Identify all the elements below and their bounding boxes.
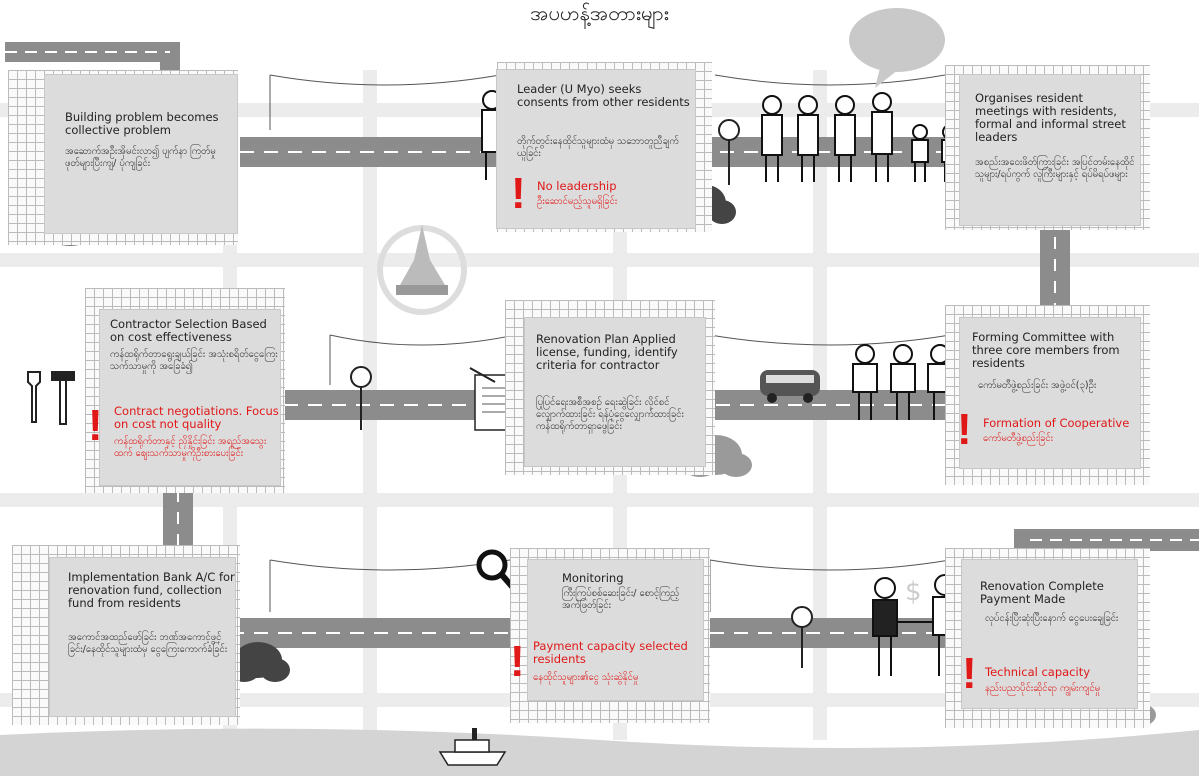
step-card-contractor-selection	[100, 310, 280, 485]
barrier-detail: နည်းပညာပိုင်းဆိုင်ရာ ကျွမ်းကျင်မှု	[985, 683, 1101, 694]
barrier-label: Contract negotiations. Focus on cost not…	[114, 404, 279, 431]
step-title: Implementation Bank A/C for renovation f…	[68, 570, 235, 610]
step-detail: ပြုပြင်ရေးအစီအစဉ် ရေးဆွဲခြင်း လိုင်စင်လျ…	[536, 397, 684, 432]
street-sign-icon	[350, 366, 372, 430]
warning-icon: !	[957, 405, 972, 454]
step-card-renovation-complete	[962, 560, 1137, 708]
step-card-resident-meetings	[960, 75, 1140, 225]
boat-icon	[438, 728, 507, 766]
step-card-monitoring	[528, 560, 703, 700]
tools-icon	[27, 371, 75, 425]
warning-icon: !	[510, 637, 525, 686]
step-card-building-problem	[45, 75, 237, 233]
barrier-label: Formation of Cooperative	[983, 416, 1130, 430]
step-card-leader-consent	[497, 70, 695, 228]
barrier-label: Payment capacity selected residents	[533, 639, 688, 666]
step-title: Contractor Selection Based on cost effec…	[110, 317, 267, 344]
step-detail: လုပ်ငန်းပြီးဆုံးပြီးနောက် ငွေပေးချေခြင်း	[985, 613, 1119, 624]
barrier-label: No leadership	[537, 179, 617, 193]
step-title: Renovation Complete Payment Made	[980, 579, 1104, 606]
warning-icon: !	[511, 169, 526, 218]
step-detail: အကောင်အထည်ဖော်ခြင်း ဘဏ်အကောင့်ဖွင့်ခြင်း…	[68, 632, 228, 655]
step-card-renovation-plan	[525, 318, 705, 466]
barrier-detail: ကော်မတီဖွဲ့စည်းခြင်း	[983, 433, 1054, 444]
warning-icon: !	[88, 401, 103, 450]
step-detail: အစည်းအဝေးဖိတ်ကြားခြင်း အပြင်တမ်းနေထိုင်သ…	[975, 157, 1135, 180]
speech-bubble-icon	[849, 8, 945, 88]
step-card-implementation	[50, 558, 235, 716]
barrier-detail: နေထိုင်သူများ၏ငွေ သုံးဆွဲနိုင်မှု	[533, 672, 639, 683]
street-sign-icon	[718, 119, 740, 185]
step-detail: အဆောက်အဦးအိုမင်းလာ၍ ပျက်နာ ကြတ်မှုဖုတ်မျ…	[65, 146, 216, 169]
step-detail: ကြီးကြပ်စစ်ဆေးခြင်း/ စောင့်ကြည့်အကဲဖြတ်ခ…	[562, 588, 680, 611]
barrier-detail: ကန်ထရိုက်တာနှင့် ညှိနှိုင်းခြင်း အရည်အသွ…	[114, 436, 267, 459]
street-sign-icon	[791, 606, 813, 668]
step-title: Renovation Plan Applied license, funding…	[536, 332, 678, 372]
pagoda-icon	[377, 225, 467, 315]
step-detail: တိုက်တွင်းနေထိုင်သူများထံမှ သဘောတူညီချက်…	[517, 136, 679, 159]
step-title: Building problem becomes collective prob…	[65, 110, 219, 137]
step-detail: ကန်ထရိုက်တာရွေးချယ်ခြင်း အသုံးစရိတ်ငွေကြ…	[110, 349, 278, 372]
step-title: Monitoring	[562, 571, 624, 585]
step-detail: ကော်မတီဖွဲ့စည်းခြင်း အဖွဲ့ဝင်(၃)ဦး	[978, 380, 1097, 391]
barrier-label: Technical capacity	[985, 665, 1091, 679]
river	[0, 728, 1199, 776]
cloud-icon	[228, 642, 290, 682]
step-title: Forming Committee with three core member…	[972, 330, 1120, 370]
step-title: Organises resident meetings with residen…	[975, 91, 1126, 144]
svg-text:$: $	[905, 577, 922, 607]
warning-icon: !	[962, 649, 977, 698]
step-title: Leader (U Myo) seeks consents from other…	[517, 82, 690, 109]
page-title: အပဟန့်အတားများ	[530, 1, 669, 25]
barrier-detail: ဦးဆောင်မည့်သူမရှိခြင်း	[537, 196, 618, 207]
step-card-forming-committee	[960, 318, 1140, 468]
bus-icon	[760, 370, 820, 403]
